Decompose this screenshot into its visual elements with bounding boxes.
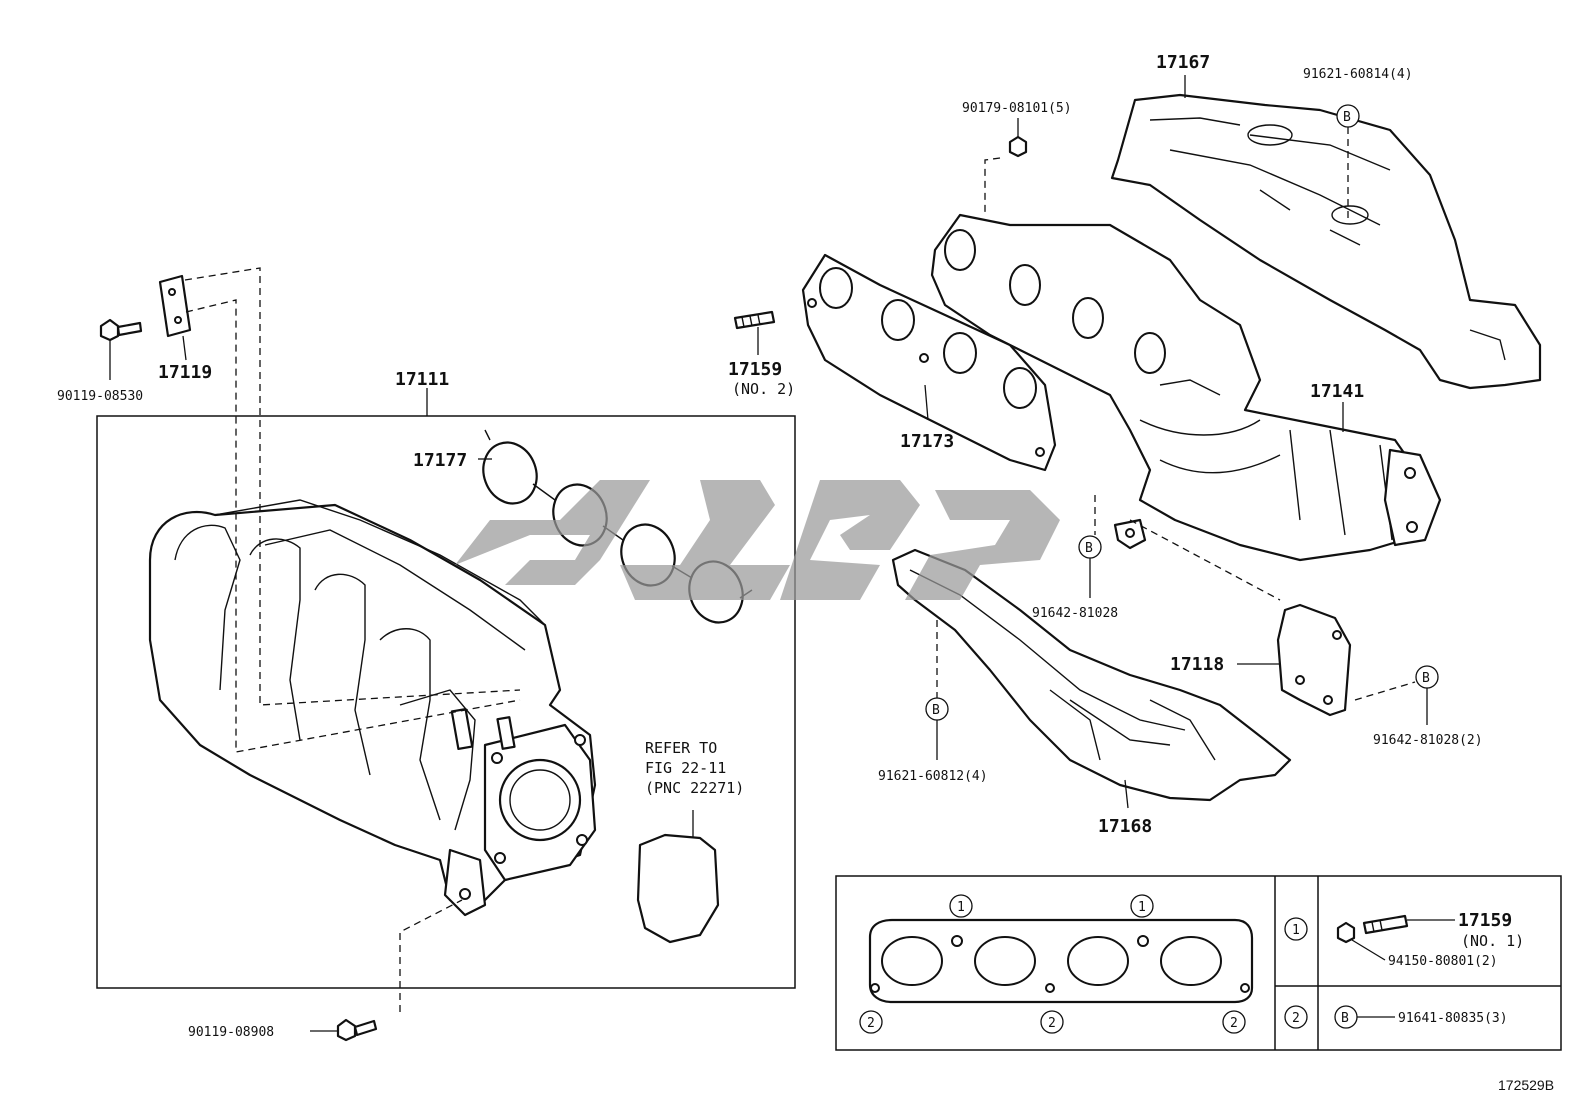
marker-b-60812-text: B [932, 703, 940, 718]
dash-90179-08101 [984, 157, 1001, 215]
marker-1-left-text: 1 [957, 900, 965, 915]
leader-17173 [924, 384, 929, 421]
throttle-gasket-drawing [636, 833, 720, 944]
legend-marker-1-text: 1 [1292, 923, 1300, 938]
callout-17159-top-note: (NO. 2) [732, 380, 795, 398]
legend-17159-note: (NO. 1) [1461, 932, 1524, 950]
callout-91642-81028[interactable]: 91642-81028 [1032, 606, 1118, 621]
legend-stud-17159-no1-drawing [1336, 914, 1409, 944]
leader-17119 [182, 335, 187, 361]
dash-90119-08908 [399, 899, 463, 1012]
heat-insulator-17167-drawing [1110, 93, 1542, 390]
bracket-17118-drawing [1276, 603, 1352, 717]
marker-2-left-text: 2 [867, 1016, 875, 1031]
marker-b-81028-text: B [1085, 541, 1093, 556]
callout-91642-81028-2[interactable]: 91642-81028(2) [1373, 733, 1483, 748]
heat-insulator-17168-drawing [891, 548, 1292, 802]
legend-marker-1 [1284, 917, 1308, 941]
callout-90179-08101[interactable]: 90179-08101(5) [962, 101, 1072, 116]
callout-17173[interactable]: 17173 [900, 431, 954, 452]
marker-2-left [859, 1010, 883, 1034]
dash-17118 [1129, 519, 1281, 601]
marker-2-center-text: 2 [1048, 1016, 1056, 1031]
intake-manifold-drawing [148, 499, 597, 917]
dash-17119-lower [185, 299, 521, 753]
marker-2-right-text: 2 [1230, 1016, 1238, 1031]
marker-1-right-text: 1 [1138, 900, 1146, 915]
watermark-logo [455, 480, 1060, 600]
marker-b-81028-2-text: B [1422, 671, 1430, 686]
legend-17159[interactable]: 17159 [1458, 910, 1512, 931]
callout-17168[interactable]: 17168 [1098, 816, 1152, 837]
figure-id: 172529B [1498, 1077, 1554, 1093]
callout-17141[interactable]: 17141 [1310, 381, 1364, 402]
bolt-90119-08908-drawing [336, 1018, 378, 1042]
nut-90179-08101-drawing [1008, 135, 1028, 158]
marker-2-center [1040, 1010, 1064, 1034]
bolt-90119-08530-drawing [99, 318, 143, 342]
callout-17111[interactable]: 17111 [395, 369, 449, 390]
legend-marker-2 [1284, 1005, 1308, 1029]
marker-1-left [949, 894, 973, 918]
marker-b-60814-text: B [1343, 110, 1351, 125]
legend-marker-b-text: B [1341, 1011, 1349, 1026]
leader-legend-94150 [1351, 939, 1386, 961]
legend-94150-80801[interactable]: 94150-80801(2) [1388, 954, 1498, 969]
assembly-box-17111 [96, 415, 796, 989]
marker-1-right [1130, 894, 1154, 918]
callout-17159-top[interactable]: 17159 [728, 359, 782, 380]
leader-17168 [1124, 779, 1129, 809]
bracket-17119-drawing [158, 274, 192, 338]
callout-17177[interactable]: 17177 [413, 450, 467, 471]
dash-91642-81028-2 [1354, 681, 1416, 701]
callout-17118[interactable]: 17118 [1170, 654, 1224, 675]
callout-91621-60812[interactable]: 91621-60812(4) [878, 769, 988, 784]
marker-2-right [1222, 1010, 1246, 1034]
callout-17119[interactable]: 17119 [158, 362, 212, 383]
stud-17159-no2-drawing [733, 310, 776, 330]
legend-91641-80835[interactable]: 91641-80835(3) [1398, 1011, 1508, 1026]
refer-line-3: (PNC 22271) [645, 779, 744, 797]
legend-marker-2-text: 2 [1292, 1011, 1300, 1026]
callout-90119-08530[interactable]: 90119-08530 [57, 389, 143, 404]
dash-17119-upper [184, 267, 521, 706]
callout-17167[interactable]: 17167 [1156, 52, 1210, 73]
exhaust-gasket-17173-drawing [801, 253, 1057, 472]
callout-90119-08908[interactable]: 90119-08908 [188, 1025, 274, 1040]
callout-91621-60814[interactable]: 91621-60814(4) [1303, 67, 1413, 82]
refer-line-1: REFER TO [645, 739, 717, 757]
exhaust-manifold-17141-drawing [930, 213, 1442, 562]
refer-line-2: FIG 22-11 [645, 759, 726, 777]
legend-box [835, 875, 1562, 1051]
